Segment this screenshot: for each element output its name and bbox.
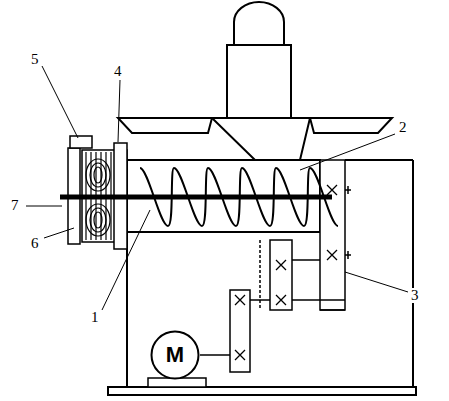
gear-housing xyxy=(320,160,345,310)
cutter-spiral xyxy=(90,208,106,232)
leader-line xyxy=(42,66,78,138)
leader-line xyxy=(44,228,74,238)
feed-tube xyxy=(227,45,291,125)
leader-line xyxy=(118,80,120,142)
callout-number: 5 xyxy=(30,52,40,67)
motor-label: M xyxy=(166,344,184,366)
gear-shaft xyxy=(292,259,320,261)
belt-housing xyxy=(230,290,250,372)
leader-line xyxy=(300,134,395,170)
gear-shaft xyxy=(292,299,345,301)
base-plate xyxy=(108,387,416,395)
gear-shaft xyxy=(259,240,261,310)
tray-wing xyxy=(118,118,212,133)
callout-number: 4 xyxy=(113,64,123,79)
cutter-spiral xyxy=(86,204,110,236)
callout-number: 3 xyxy=(410,288,420,303)
frame-top xyxy=(345,159,413,161)
leader-line xyxy=(102,210,150,310)
gear-mark xyxy=(235,295,245,305)
gear-mark xyxy=(276,260,286,270)
frame-post xyxy=(412,160,414,387)
callout-number: 2 xyxy=(398,120,408,135)
gear-housing xyxy=(270,240,292,310)
cutter-spiral xyxy=(86,159,110,191)
gear-mark xyxy=(235,350,245,360)
tray-wing xyxy=(310,118,392,133)
die-clamp xyxy=(70,136,92,148)
gear-mark xyxy=(276,295,286,305)
leader-line xyxy=(345,272,408,292)
hopper-funnel xyxy=(212,118,310,160)
gear-mark xyxy=(327,250,337,260)
callout-number: 7 xyxy=(10,198,20,213)
leader-line xyxy=(26,206,62,207)
motor-circle: M xyxy=(150,330,200,380)
hopper-cap xyxy=(234,2,284,45)
callout-number: 1 xyxy=(90,310,100,325)
screw-shaft xyxy=(60,195,332,200)
cutter-spiral xyxy=(90,163,106,187)
frame-post xyxy=(126,232,128,387)
shaft-end xyxy=(345,186,351,259)
cutter-spiral xyxy=(94,212,102,228)
housing-base xyxy=(320,309,345,311)
gear-mark xyxy=(327,185,337,195)
cutter-spiral xyxy=(94,167,102,183)
callout-number: 6 xyxy=(30,236,40,251)
motor-shaft xyxy=(200,354,230,356)
